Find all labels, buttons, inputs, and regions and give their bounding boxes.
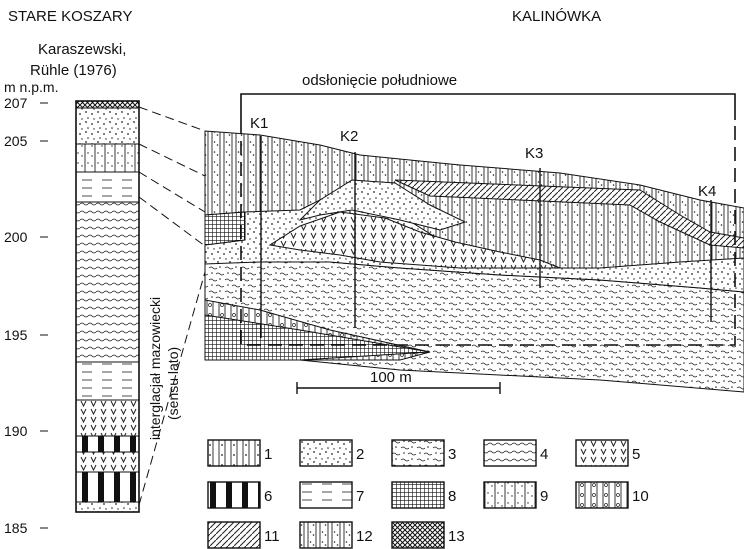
borehole-label-k4: K4 xyxy=(698,183,716,200)
exposure-frame xyxy=(240,120,736,346)
legend-swatch-8 xyxy=(391,481,445,509)
legend-swatch-11 xyxy=(207,521,261,549)
legend-swatch-9 xyxy=(483,481,537,509)
tick-190: 190 xyxy=(4,423,28,439)
legend-number-1: 1 xyxy=(264,446,272,463)
legend-swatch-2 xyxy=(299,439,353,467)
legend-swatch-6 xyxy=(207,481,261,509)
legend-swatch-12 xyxy=(299,521,353,549)
interglacial-label-line-1: interglacjał mazowiecki xyxy=(147,297,163,440)
tick-205: 205 xyxy=(4,133,28,149)
borehole-label-k3: K3 xyxy=(525,145,543,162)
legend-swatch-5 xyxy=(575,439,629,467)
legend-number-3: 3 xyxy=(448,446,456,463)
unit-label: m n.p.m. xyxy=(4,79,58,95)
stratigraphic-column xyxy=(75,100,140,513)
source-line-1: Karaszewski, xyxy=(38,41,126,58)
boreholes xyxy=(260,136,712,338)
borehole-label-k2: K2 xyxy=(340,128,358,145)
borehole-label-k1: K1 xyxy=(250,115,268,132)
legend-number-8: 8 xyxy=(448,488,456,505)
legend-number-10: 10 xyxy=(632,488,649,505)
scale-bar: 100 m xyxy=(296,369,501,394)
legend-number-6: 6 xyxy=(264,488,272,505)
left-title: STARE KOSZARY xyxy=(8,8,132,25)
tick-207: 207 xyxy=(4,95,28,111)
legend-swatch-1 xyxy=(207,439,261,467)
tick-185: 185 xyxy=(4,520,28,536)
legend-number-5: 5 xyxy=(632,446,640,463)
tick-195: 195 xyxy=(4,327,28,343)
legend-swatch-13 xyxy=(391,521,445,549)
legend-swatch-4 xyxy=(483,439,537,467)
tick-200: 200 xyxy=(4,229,28,245)
legend-number-7: 7 xyxy=(356,488,364,505)
legend-number-13: 13 xyxy=(448,528,465,545)
legend-number-9: 9 xyxy=(540,488,548,505)
scale-label: 100 m xyxy=(370,369,412,386)
legend-swatch-3 xyxy=(391,439,445,467)
legend-number-2: 2 xyxy=(356,446,364,463)
outcrop-bracket: odsłonięcie południowe xyxy=(240,72,736,120)
outcrop-label: odsłonięcie południowe xyxy=(302,72,457,89)
elevation-axis: 207 205 200 195 190 185 xyxy=(4,95,48,536)
right-title: KALINÓWKA xyxy=(512,8,601,25)
cross-section xyxy=(204,130,744,393)
legend-number-4: 4 xyxy=(540,446,548,463)
legend-number-11: 11 xyxy=(264,528,280,545)
interglacial-label-line-2: (sensu lato) xyxy=(165,347,181,420)
correlation-lines xyxy=(138,106,206,506)
legend-number-12: 12 xyxy=(356,528,373,545)
source-line-2: Rühle (1976) xyxy=(30,62,117,79)
legend-swatch-7 xyxy=(299,481,353,509)
legend-swatch-10 xyxy=(575,481,629,509)
